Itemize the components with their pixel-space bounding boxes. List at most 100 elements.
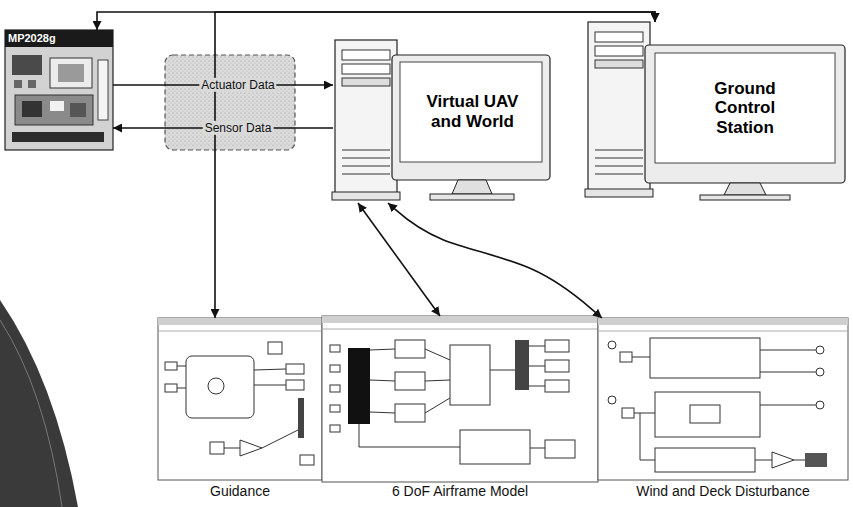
simulation-computer — [342, 50, 390, 60]
simulation-computer — [452, 180, 492, 194]
guidance-screenshot — [254, 369, 286, 370]
airframe-model: 6 DoF Airframe Model — [322, 316, 598, 504]
data-link — [97, 12, 655, 30]
disturbance-screenshot — [598, 318, 848, 325]
disturbance-screenshot — [760, 372, 816, 373]
airframe-screenshot — [460, 430, 530, 464]
airframe-screenshot — [425, 380, 450, 381]
disturbance-screenshot — [655, 448, 755, 472]
disturbance-screenshot — [598, 318, 848, 480]
simulation-computer — [332, 40, 550, 200]
airframe-screenshot — [370, 380, 395, 381]
airframe-screenshot — [529, 346, 545, 347]
autopilot-board — [15, 95, 93, 125]
data-region — [165, 55, 295, 150]
airframe-screenshot — [330, 425, 340, 432]
disturbance-screenshot — [816, 401, 824, 409]
ground-station-computer — [595, 46, 643, 56]
airframe-screenshot — [330, 385, 340, 392]
simulation-computer — [342, 158, 390, 159]
disturbance-screenshot — [760, 405, 816, 406]
autopilot-board — [98, 60, 108, 120]
guidance-screenshot — [158, 318, 322, 325]
disturbance-screenshot — [655, 392, 760, 437]
guidance-screenshot — [254, 385, 286, 386]
autopilot-board — [5, 30, 113, 150]
guidance-screenshot — [286, 380, 304, 390]
screen-label: Ground Control Station — [690, 55, 800, 161]
simulation-computer — [335, 40, 397, 195]
autopilot-board — [12, 132, 104, 142]
guidance-screenshot — [158, 331, 322, 332]
ground-station-computer — [595, 158, 643, 159]
disturbance-screenshot — [608, 341, 616, 349]
airframe-screenshot — [530, 448, 545, 449]
airframe-screenshot — [545, 340, 569, 352]
guidance-screenshot — [298, 398, 304, 438]
screen-label: Virtual UAV and World — [415, 64, 530, 160]
airframe-screenshot — [529, 366, 545, 367]
airframe-screenshot — [425, 398, 450, 413]
simulation-computer — [332, 192, 400, 200]
disturbance-screenshot — [620, 352, 632, 362]
ground-station-computer — [585, 22, 845, 200]
airframe-screenshot — [359, 424, 360, 447]
caption: Guidance — [158, 481, 322, 502]
guidance-screenshot — [210, 442, 224, 454]
simulation-computer: Virtual UAV and World — [333, 38, 550, 203]
guidance-screenshot — [177, 366, 186, 367]
autopilot-board — [14, 80, 22, 88]
guidance-model: Guidance — [158, 318, 322, 504]
caption: Wind and Deck Disturbance — [598, 481, 848, 502]
airframe-screenshot — [515, 340, 529, 390]
autopilot-board — [12, 55, 42, 75]
airframe-screenshot — [359, 447, 460, 448]
disturbance-screenshot — [772, 452, 794, 468]
simulation-computer — [400, 62, 542, 162]
connector-group — [97, 12, 655, 318]
scan-corner — [0, 300, 78, 507]
ground-station-computer — [595, 60, 643, 68]
autopilot-board — [5, 30, 113, 150]
board-label: MP2028g — [8, 30, 110, 47]
disturbance-screenshot — [816, 368, 824, 376]
airframe-screenshot — [395, 404, 425, 422]
signal-label: Sensor Data — [203, 121, 274, 135]
guidance-screenshot — [240, 440, 262, 456]
scan-corner — [0, 300, 78, 507]
data-region — [165, 55, 295, 150]
data-link — [358, 203, 440, 316]
ground-station-computer — [588, 22, 650, 192]
disturbance-screenshot — [640, 460, 655, 461]
ground-station-computer — [655, 53, 835, 163]
signal-label: Actuator Data — [199, 78, 276, 92]
ground-control-computer: Ground Control Station — [585, 22, 845, 200]
disturbance-model: Wind and Deck Disturbance — [598, 318, 848, 504]
ground-station-computer — [585, 189, 653, 197]
guidance-screenshot — [262, 430, 298, 448]
airframe-screenshot — [545, 380, 569, 392]
airframe-screenshot — [348, 348, 370, 424]
disturbance-screenshot — [805, 453, 827, 467]
airframe-screenshot — [450, 345, 490, 405]
ground-station-computer — [700, 195, 790, 200]
disturbance-screenshot — [760, 350, 816, 351]
airframe-screenshot — [322, 329, 598, 330]
disturbance-screenshot — [755, 460, 772, 461]
ground-station-computer — [645, 45, 845, 183]
airframe-screenshot — [490, 370, 515, 371]
simulation-computer — [342, 174, 390, 175]
autopilot-board — [58, 64, 84, 82]
disturbance-screenshot — [640, 413, 641, 460]
autopilot-board — [50, 101, 64, 111]
simulation-computer — [430, 194, 514, 200]
disturbance-screenshot — [816, 346, 824, 354]
airframe-screenshot — [322, 316, 598, 482]
guidance-screenshot — [186, 356, 254, 418]
autopilot-board: MP2028g — [5, 30, 113, 150]
guidance-screenshot — [268, 342, 282, 354]
airframe-screenshot — [330, 405, 340, 412]
